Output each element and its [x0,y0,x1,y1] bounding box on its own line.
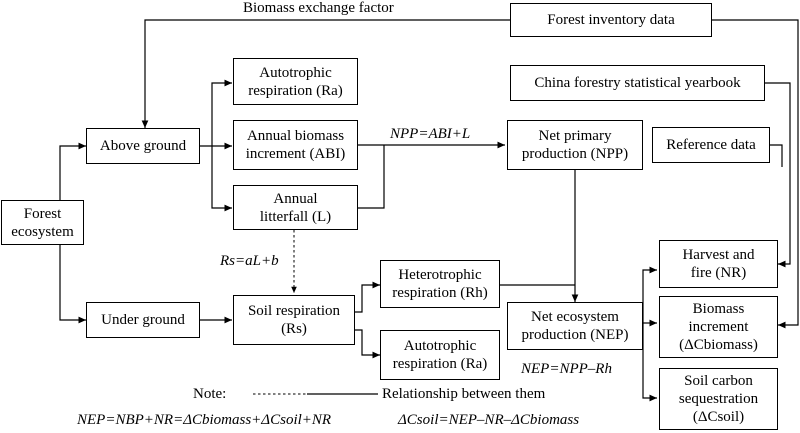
annual-litterfall-label: Annual litterfall (L) [259,190,332,225]
npp-equation: NPP=ABI+L [390,126,471,142]
rs-equation: Rs=aL+b [220,253,279,269]
heterotrophic-respiration-box: Heterotrophic respiration (Rh) [380,260,500,308]
soil-carbon-sequestration-label: Soil carbon sequestration (ΔCsoil) [678,373,759,425]
china-forestry-yearbook-box: China forestry statistical yearbook [510,65,765,101]
autotrophic-respiration-bottom-box: Autotrophic respiration (Ra) [380,330,500,380]
forest-ecosystem-box: Forest ecosystem [1,200,84,245]
heterotrophic-respiration-label: Heterotrophic respiration (Rh) [392,267,488,301]
net-primary-production-box: Net primary production (NPP) [507,120,643,170]
above-ground-box: Above ground [86,128,200,164]
harvest-fire-box: Harvest and fire (NR) [659,240,778,288]
forest-ecosystem-label: Forest ecosystem [11,205,74,240]
annual-biomass-increment-box: Annual biomass increment (ABI) [233,120,358,170]
nep-balance-equation: NEP=NBP+NR=ΔCbiomass+ΔCsoil+NR [77,412,332,428]
biomass-exchange-factor-label: Biomass exchange factor [243,0,394,16]
forest-inventory-data-label: Forest inventory data [547,12,675,28]
net-primary-production-label: Net primary production (NPP) [521,128,629,162]
autotrophic-respiration-top-label: Autotrophic respiration (Ra) [248,64,343,99]
nep-equation: NEP=NPP–Rh [521,361,612,377]
annual-litterfall-box: Annual litterfall (L) [233,185,358,230]
autotrophic-respiration-top-box: Autotrophic respiration (Ra) [233,58,358,105]
note-relationship-label: Relationship between them [382,386,546,402]
soil-respiration-box: Soil respiration (Rs) [233,295,355,345]
note-label: Note: [193,386,227,402]
soil-carbon-sequestration-box: Soil carbon sequestration (ΔCsoil) [659,368,778,430]
autotrophic-respiration-bottom-label: Autotrophic respiration (Ra) [392,338,488,372]
under-ground-box: Under ground [86,302,200,338]
biomass-increment-label: Biomass increment (ΔCbiomass) [679,301,758,353]
under-ground-label: Under ground [101,312,185,328]
annual-biomass-increment-label: Annual biomass increment (ABI) [245,128,346,162]
forest-inventory-data-box: Forest inventory data [510,3,712,37]
reference-data-label: Reference data [666,137,756,153]
soil-carbon-equation: ΔCsoil=NEP–NR–ΔCbiomass [398,412,580,428]
net-ecosystem-production-label: Net ecosystem production (NEP) [521,309,629,343]
soil-respiration-label: Soil respiration (Rs) [247,303,341,337]
above-ground-label: Above ground [99,138,187,154]
net-ecosystem-production-box: Net ecosystem production (NEP) [507,302,643,350]
china-forestry-yearbook-label: China forestry statistical yearbook [534,75,741,91]
biomass-increment-box: Biomass increment (ΔCbiomass) [659,296,778,358]
reference-data-box: Reference data [652,127,770,163]
harvest-fire-label: Harvest and fire (NR) [682,247,755,281]
